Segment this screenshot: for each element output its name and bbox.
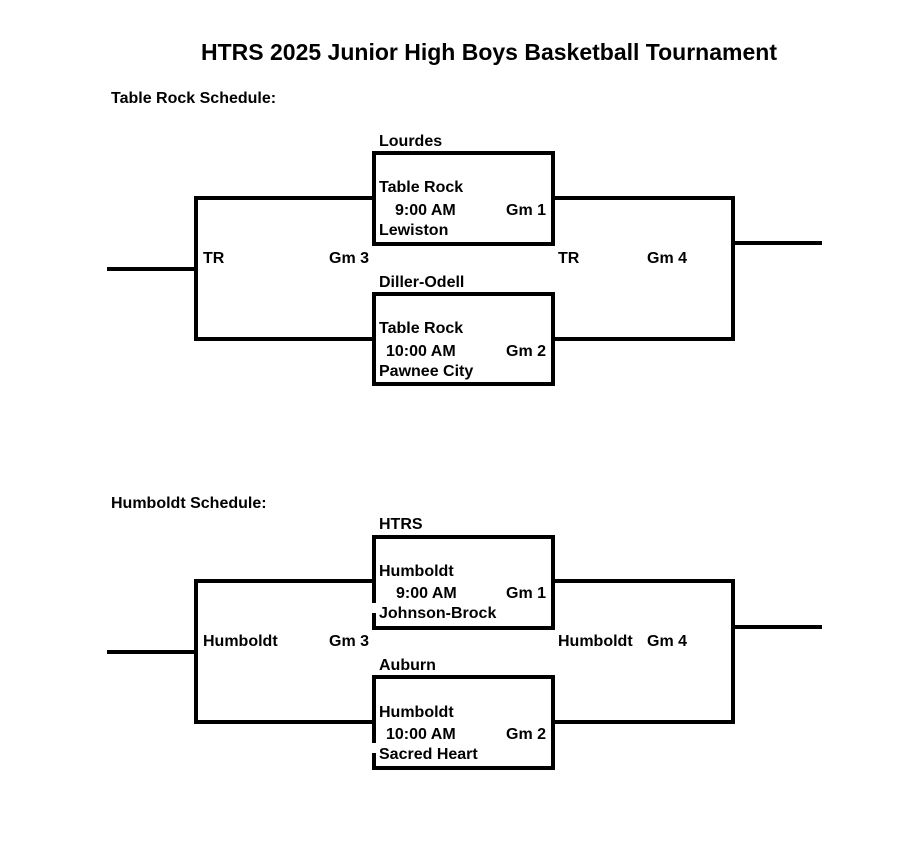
gm3-exit-line <box>107 650 197 654</box>
game1-label: Gm 1 <box>506 585 547 602</box>
game4-site: Humboldt <box>558 633 633 650</box>
gm3-bottom-connector <box>194 720 375 724</box>
section-label-humboldt: Humboldt Schedule: <box>111 495 267 512</box>
gm4-bottom-connector <box>551 337 735 341</box>
gm3-exit-line <box>107 267 197 271</box>
game2-label: Gm 2 <box>506 343 547 360</box>
game1-site: Humboldt <box>379 563 454 580</box>
game4-label: Gm 4 <box>647 633 688 650</box>
game3-label: Gm 3 <box>329 633 370 650</box>
game1-site: Table Rock <box>379 179 464 196</box>
game2-bottom-team: Pawnee City <box>379 363 474 380</box>
game2-time: 10:00 AM <box>386 343 456 360</box>
game1-bottom-team: Lewiston <box>379 222 449 239</box>
gm4-top-connector <box>551 196 735 200</box>
game1-time: 9:00 AM <box>396 585 457 602</box>
game1-time: 9:00 AM <box>395 202 456 219</box>
game2-top-team: Auburn <box>379 657 436 674</box>
gm4-exit-line <box>731 241 822 245</box>
game2-box <box>372 292 555 386</box>
gm3-vertical-line <box>194 579 198 724</box>
game4-label: Gm 4 <box>647 250 688 267</box>
gm3-top-connector <box>194 196 375 200</box>
game4-site: TR <box>558 250 580 267</box>
game1-top-team: Lourdes <box>379 133 443 150</box>
game2-site: Humboldt <box>379 704 454 721</box>
game3-site: Humboldt <box>203 633 278 650</box>
page-title: HTRS 2025 Junior High Boys Basketball To… <box>201 39 777 65</box>
game1-top-team: HTRS <box>379 516 423 533</box>
game1-bottom-team: Johnson-Brock <box>379 605 497 622</box>
game2-site: Table Rock <box>379 320 464 337</box>
gm3-top-connector <box>194 579 375 583</box>
game2-bottom-team: Sacred Heart <box>379 746 478 763</box>
section-label-table-rock: Table Rock Schedule: <box>111 90 277 107</box>
game1-box-gap <box>372 603 376 613</box>
game2-top-team: Diller-Odell <box>379 274 465 291</box>
game1-label: Gm 1 <box>506 202 547 219</box>
game1-box <box>372 535 555 630</box>
game3-label: Gm 3 <box>329 250 370 267</box>
gm4-bottom-connector <box>551 720 735 724</box>
gm4-top-connector <box>551 579 735 583</box>
game2-time: 10:00 AM <box>386 726 456 743</box>
game2-label: Gm 2 <box>506 726 547 743</box>
game1-box <box>372 151 555 246</box>
gm3-vertical-line <box>194 196 198 341</box>
gm3-bottom-connector <box>194 337 375 341</box>
gm4-exit-line <box>731 625 822 629</box>
game2-box <box>372 675 555 770</box>
gm4-vertical-line <box>731 196 735 341</box>
game3-site: TR <box>203 250 225 267</box>
game2-box-gap <box>372 743 376 753</box>
gm4-vertical-line <box>731 579 735 724</box>
